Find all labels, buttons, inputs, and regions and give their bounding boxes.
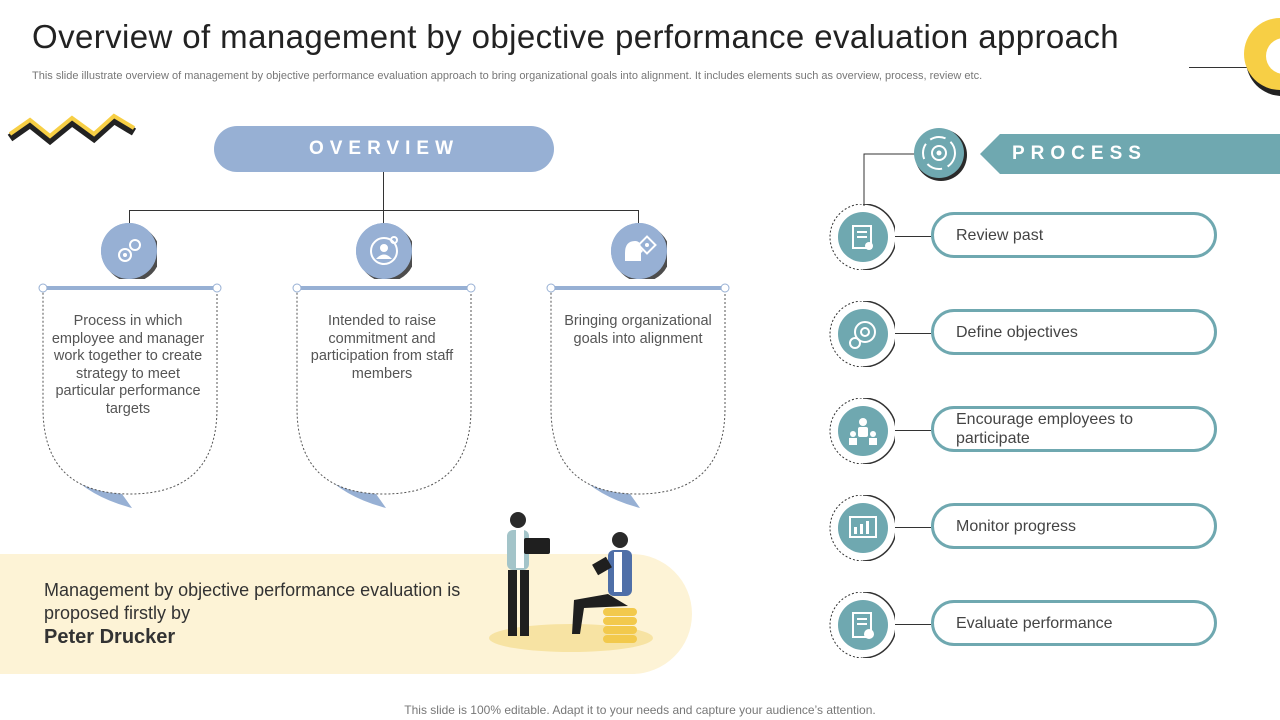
process-header: PROCESS xyxy=(980,134,1280,174)
step-define-objectives: Define objectives xyxy=(931,309,1217,355)
banner-text: Management by objective performance eval… xyxy=(44,580,461,623)
connector-line xyxy=(638,210,639,226)
monitor-chart-icon xyxy=(829,495,895,561)
people-illustration xyxy=(489,512,653,652)
overview-card-shape xyxy=(292,283,476,508)
step-connector xyxy=(895,333,931,334)
team-icon xyxy=(829,398,895,464)
connector-line xyxy=(383,172,384,210)
overview-card-text: Bringing organizational goals into align… xyxy=(564,313,712,347)
overview-card-shape xyxy=(38,283,222,508)
head-puzzle-icon xyxy=(611,223,670,282)
connector-line xyxy=(129,210,639,211)
step-review-past: Review past xyxy=(931,212,1217,258)
page-subtitle: This slide illustrate overview of manage… xyxy=(32,70,983,82)
banner-name: Peter Drucker xyxy=(44,626,176,648)
overview-card-text: Intended to raise commitment and partici… xyxy=(310,313,454,382)
title-divider xyxy=(1189,67,1259,68)
target-icon xyxy=(829,301,895,367)
step-encourage-employees: Encourage employees to participate xyxy=(931,406,1217,452)
decorative-ring xyxy=(1244,18,1280,96)
process-connector xyxy=(863,153,916,206)
brain-gears-icon xyxy=(101,223,160,282)
step-monitor-progress: Monitor progress xyxy=(931,503,1217,549)
process-steps xyxy=(829,204,1229,664)
overview-header: OVERVIEW xyxy=(214,126,554,172)
step-encourage-label: Encourage employees to participate xyxy=(956,411,1133,447)
footer-note: This slide is 100% editable. Adapt it to… xyxy=(404,703,876,717)
zigzag-decoration xyxy=(7,113,137,146)
person-gear-icon xyxy=(356,223,415,282)
step-connector xyxy=(895,624,931,625)
step-connector xyxy=(895,430,931,431)
page-title: Overview of management by objective perf… xyxy=(32,18,1120,55)
step-evaluate-performance: Evaluate performance xyxy=(931,600,1217,646)
overview-card-shape xyxy=(546,283,730,508)
checklist-icon xyxy=(829,592,895,658)
gear-cycle-icon xyxy=(913,127,967,181)
step-connector xyxy=(895,527,931,528)
step-connector xyxy=(895,236,931,237)
document-review-icon xyxy=(829,204,895,270)
connector-line xyxy=(383,210,384,226)
connector-line xyxy=(129,210,130,226)
overview-card-text: Process in which employee and manager wo… xyxy=(51,313,205,417)
